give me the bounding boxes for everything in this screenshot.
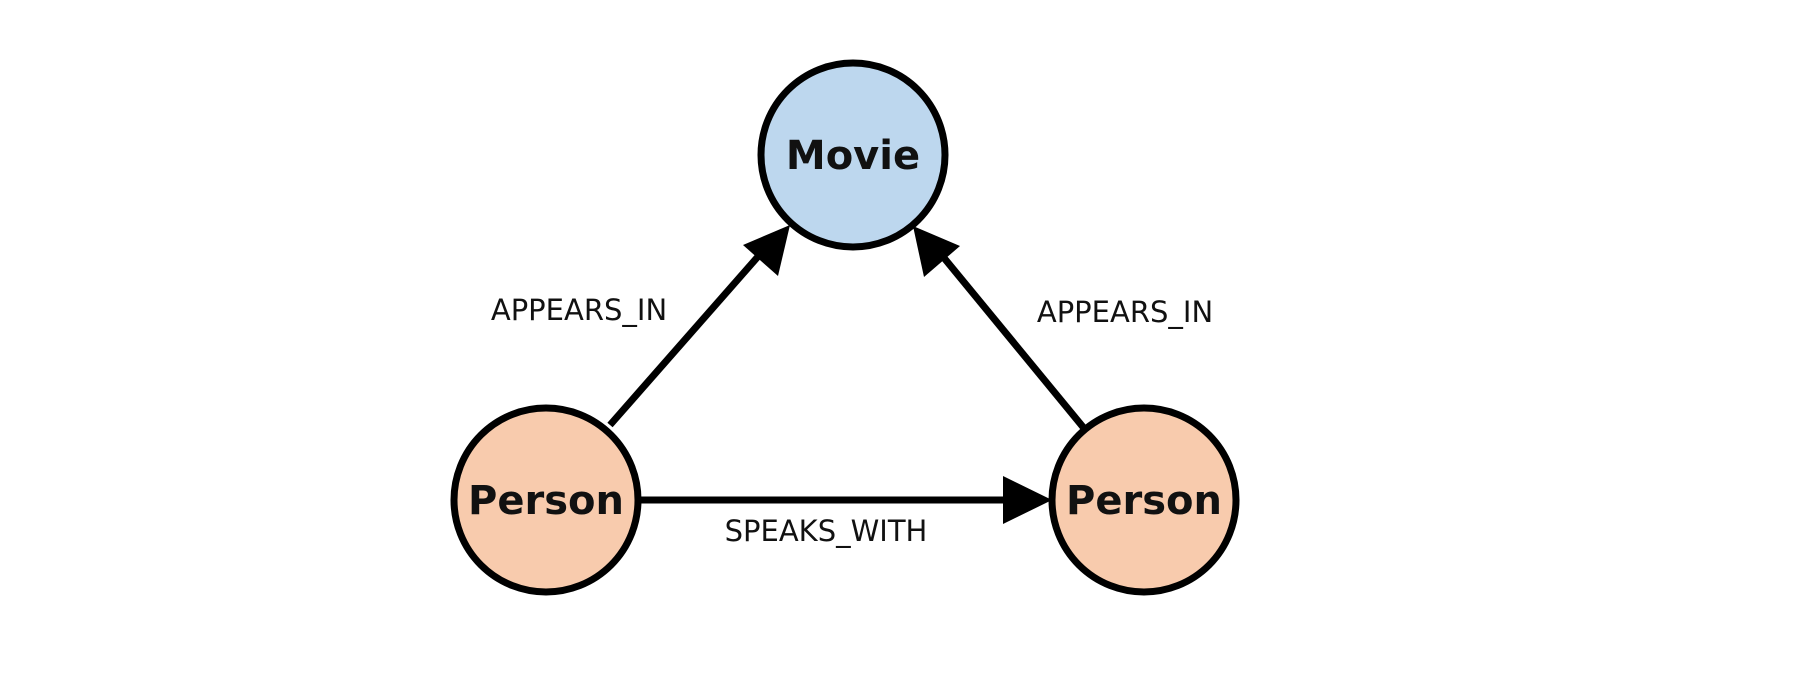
node-person-right-label: Person [1066, 478, 1222, 524]
arrowhead [743, 225, 790, 276]
node-person-right-circle [1048, 404, 1240, 596]
edge-speaks-with [640, 476, 1052, 524]
node-person-left-circle [450, 404, 642, 596]
node-person-left-label: Person [468, 478, 624, 524]
edge-appears-in-right [913, 226, 1086, 430]
node-person-right: Person [1048, 404, 1240, 596]
edge-label-speaks-with: SPEAKS_WITH [725, 514, 928, 548]
edge-line [937, 250, 1086, 430]
edge-label-appears-in-left: APPEARS_IN [491, 293, 667, 327]
arrowhead [1003, 476, 1052, 524]
node-movie: Movie [757, 59, 949, 251]
node-movie-circle [757, 59, 949, 251]
node-movie-label: Movie [786, 133, 920, 179]
arrowhead [913, 226, 960, 277]
edge-appears-in-left [607, 225, 790, 428]
edge-label-appears-in-right: APPEARS_IN [1037, 295, 1213, 329]
edge-line [607, 249, 765, 428]
node-person-left: Person [450, 404, 642, 596]
